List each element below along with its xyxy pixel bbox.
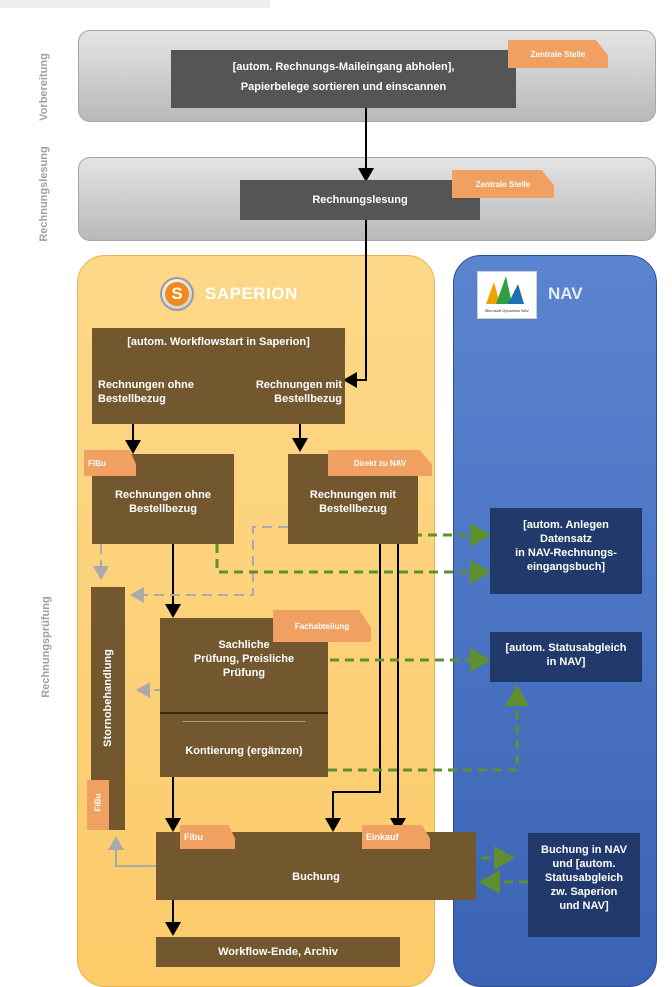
arrow-mit-to-buchung: [325, 544, 381, 832]
kontierung-label: Kontierung (ergänzen): [185, 745, 303, 757]
ohne-line1: Rechnungen ohne: [115, 489, 211, 501]
box-nav-buchung[interactable]: Buchung in NAV und [autom. Statusabgleic…: [528, 833, 640, 937]
tag-fachabteilung: Fachabteilung: [273, 610, 371, 642]
arrow-lesung-to-workflow: [343, 220, 367, 388]
mit-line2: Bestellbezug: [319, 503, 387, 515]
pruefung-line2: Prüfung, Preisliche: [193, 653, 295, 665]
buchung-label: Buchung: [292, 871, 340, 883]
pruefung-separator: ______________________: [182, 712, 306, 723]
tag-fibu-ohne: FiBu: [84, 450, 136, 476]
workflow-left-line1: Rechnungen ohne: [98, 379, 194, 391]
pruefung-text: Sachliche Prüfung, Preisliche Prüfung: [160, 638, 328, 680]
mail-line2: Papierbelege sortieren und einscannen: [240, 81, 447, 93]
tag-fibu-buchung: Fibu: [180, 825, 235, 849]
workflow-left-line2: Bestellbezug: [98, 393, 166, 405]
workflow-right: Rechnungen mit Bestellbezug: [232, 378, 342, 406]
arrow-kontierung-to-nav-status: [328, 685, 529, 772]
nav-title: NAV: [548, 284, 583, 303]
saperion-logo-letter: S: [165, 282, 189, 306]
nav-anlegen-line1: [autom. Anlegen: [523, 519, 609, 531]
mail-line1: [autom. Rechnungs-Maileingang abholen],: [232, 61, 455, 73]
storno-label: Stornobehandlung: [102, 649, 114, 747]
tag-zentrale-stelle-lesung: Zentrale Stelle: [452, 170, 554, 198]
tag-einkauf-buchung: Einkauf: [362, 825, 430, 849]
ende-label: Workflow-Ende, Archiv: [218, 946, 338, 958]
workflow-left: Rechnungen ohne Bestellbezug: [98, 378, 198, 406]
tag-fibu-storno: FiBu: [87, 780, 109, 830]
arrow-ohne-to-nav-anlegen: [215, 544, 491, 584]
nav-anlegen-line3: in NAV-Rechnungs-: [515, 547, 617, 559]
nav-buchung-line5: und NAV]: [559, 900, 609, 912]
box-mail-eingang[interactable]: [autom. Rechnungs-Maileingang abholen], …: [171, 50, 516, 108]
nav-anlegen-line4: eingangsbuch]: [526, 561, 606, 573]
saperion-title: SAPERION: [205, 284, 298, 303]
workflow-right-line2: Bestellbezug: [274, 393, 342, 405]
box-workflowstart[interactable]: [autom. Workflowstart in Saperion] Rechn…: [92, 328, 345, 424]
box-rechnungslesung[interactable]: Rechnungslesung: [240, 180, 480, 220]
nav-anlegen-line2: Datensatz: [540, 533, 592, 545]
tag-zentrale-stelle-mail: Zentrale Stelle: [508, 40, 608, 68]
box-nav-statusabgleich[interactable]: [autom. Statusabgleich in NAV]: [490, 632, 642, 682]
workflow-title: [autom. Workflowstart in Saperion]: [127, 336, 310, 348]
box-nav-anlegen-datensatz[interactable]: [autom. Anlegen Datensatz in NAV-Rechnun…: [490, 508, 642, 594]
pruefung-divider: [160, 712, 328, 714]
nav-buchung-line3: Statusabgleich: [544, 872, 624, 884]
nav-logo-caption: Microsoft Dynamics NAV: [485, 308, 529, 313]
nav-status-line2: in NAV]: [546, 656, 586, 668]
arrow-mit-to-storno: [130, 526, 288, 603]
arrow-buchung-to-storno: [108, 836, 156, 867]
ohne-line2: Bestellbezug: [129, 503, 197, 515]
saperion-logo-icon: S: [160, 277, 194, 311]
lesung-label: Rechnungslesung: [312, 194, 408, 206]
workflow-right-line1: Rechnungen mit: [255, 379, 342, 391]
background-frame: [0, 0, 270, 8]
nav-buchung-line1: Buchung in NAV: [541, 844, 627, 856]
pruefung-line3: Prüfung: [222, 667, 266, 679]
nav-buchung-line2: und [autom.: [552, 858, 616, 870]
tag-direkt-zu-nav: Direkt zu NAV: [328, 450, 432, 476]
mit-line1: Rechnungen mit: [309, 489, 397, 501]
box-workflow-ende[interactable]: Workflow-Ende, Archiv: [156, 937, 400, 967]
pruefung-line1: Sachliche: [218, 639, 270, 651]
box-pruefung-kontierung[interactable]: Sachliche Prüfung, Preisliche Prüfung __…: [160, 618, 328, 777]
storno-tag-label: FiBu: [93, 793, 103, 812]
nav-buchung-line4: zw. Saperion: [550, 886, 618, 898]
dynamics-nav-logo-icon: Microsoft Dynamics NAV: [477, 271, 537, 319]
nav-status-line1: [autom. Statusabgleich: [505, 642, 627, 654]
